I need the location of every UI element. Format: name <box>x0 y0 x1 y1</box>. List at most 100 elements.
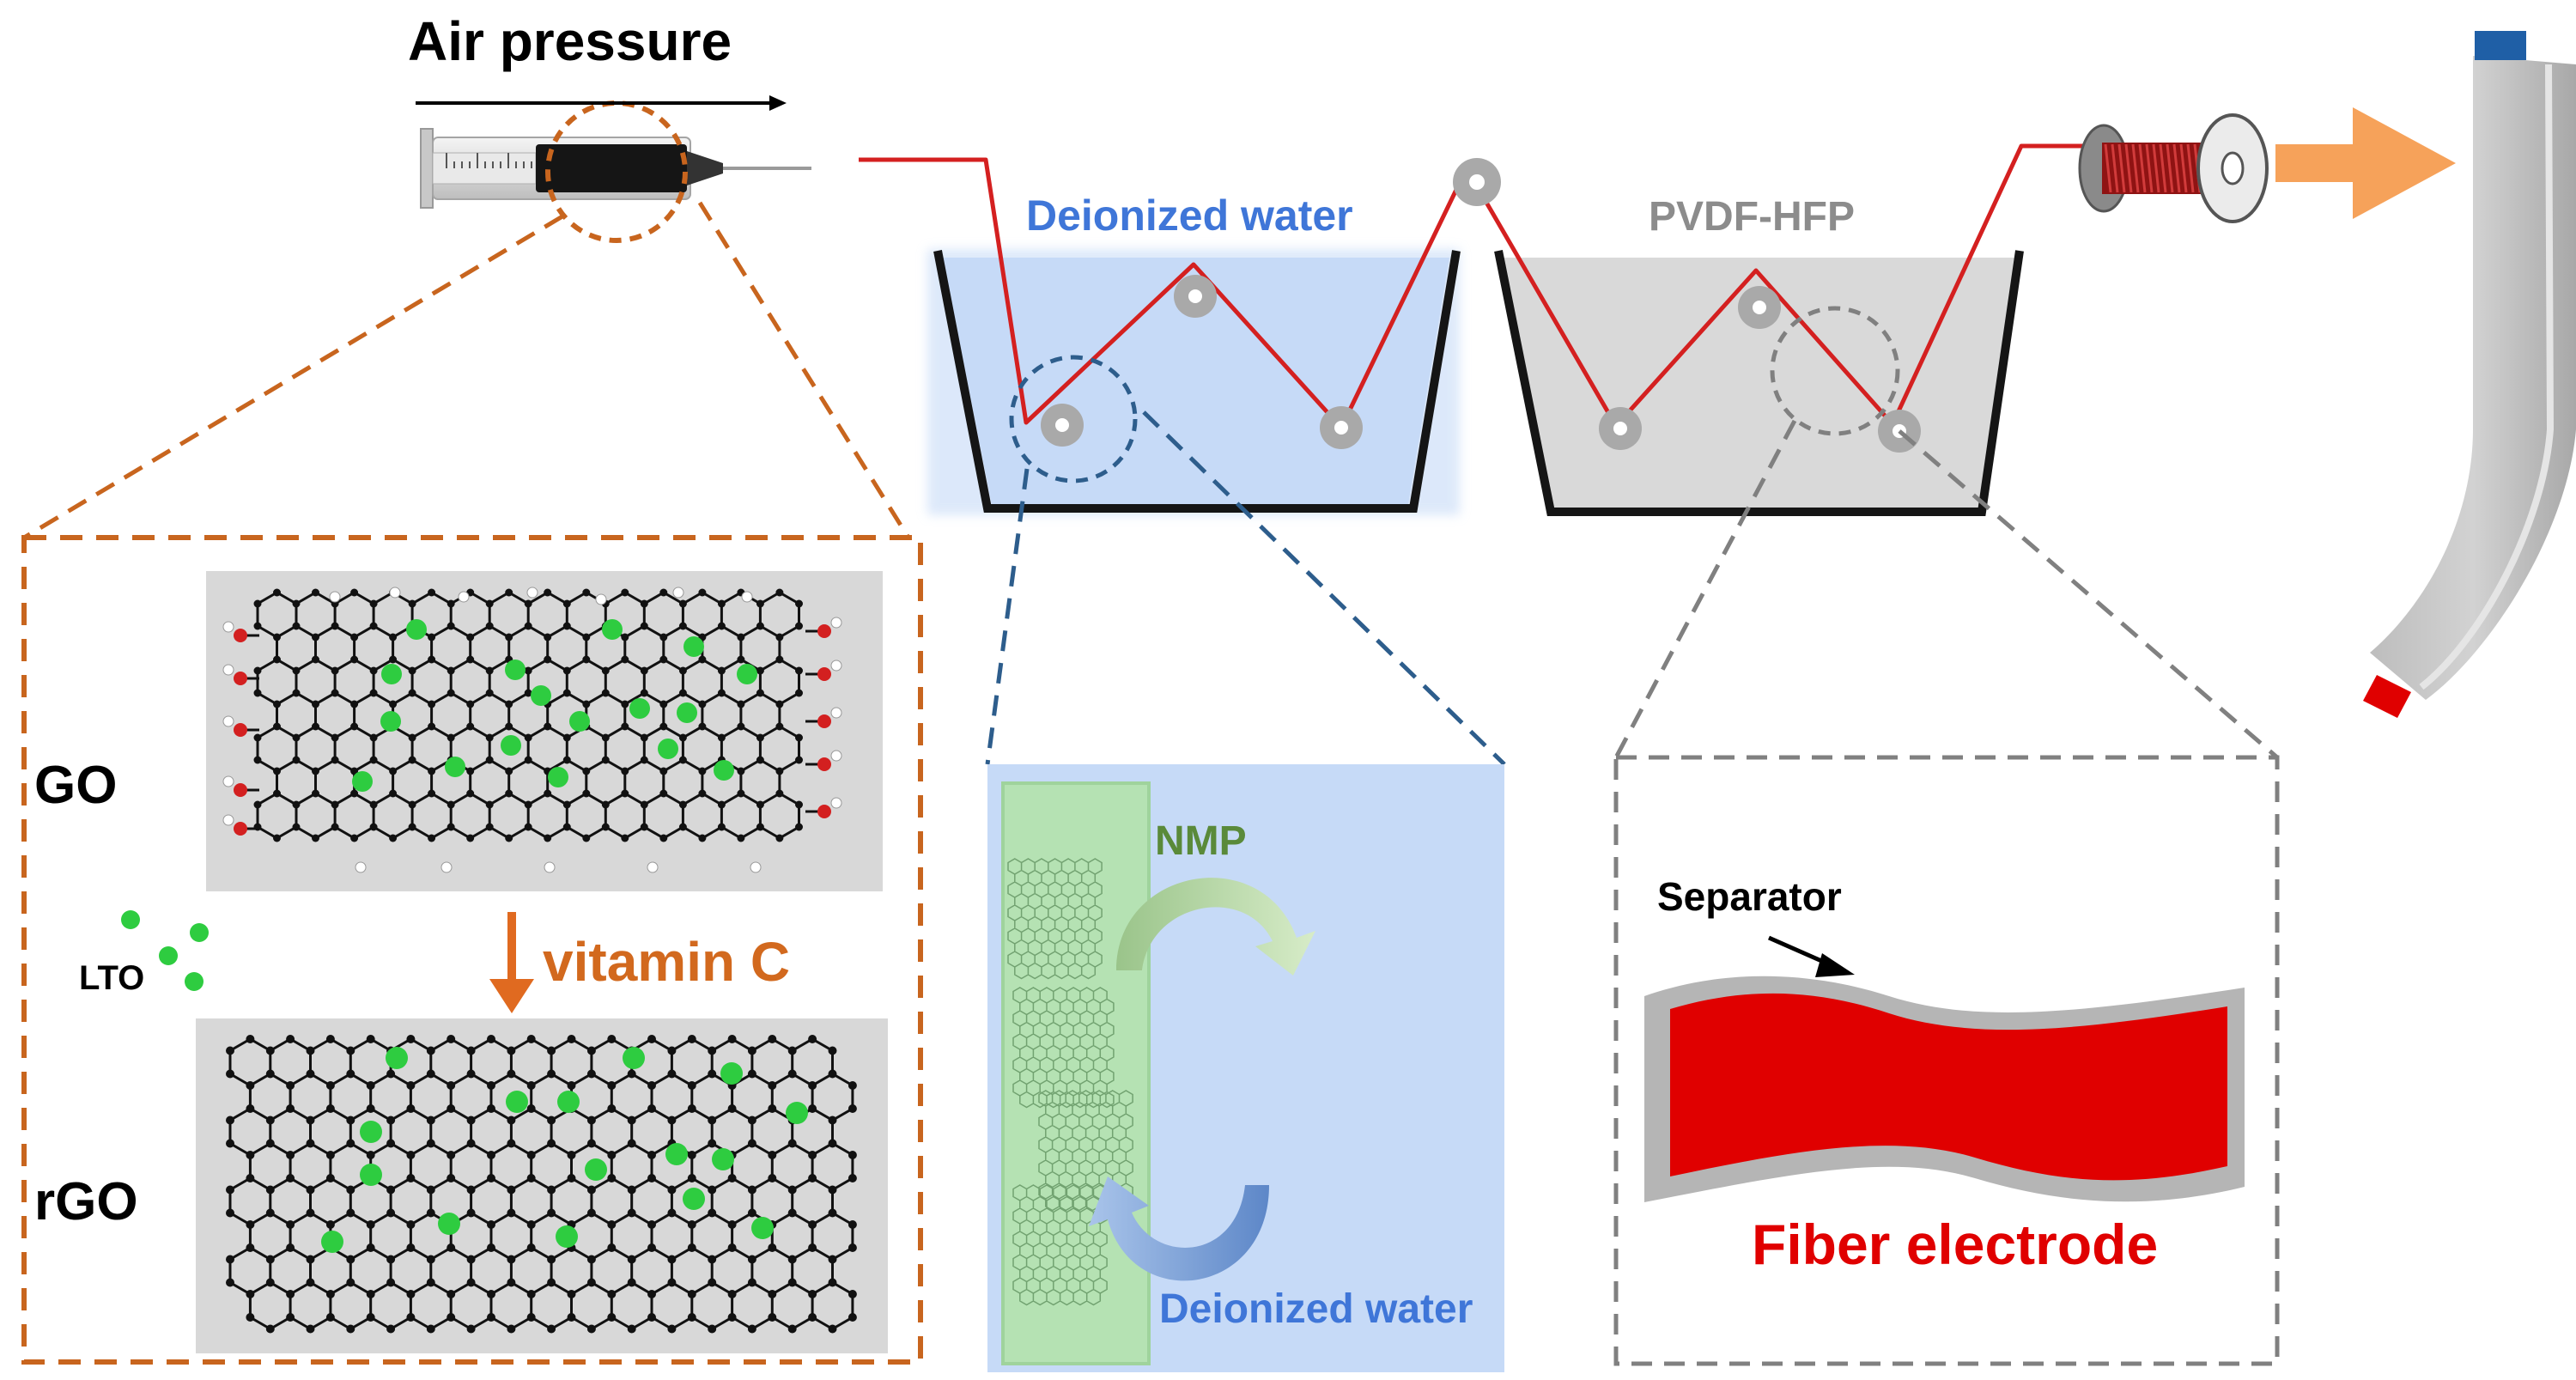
lattice-atom <box>487 1174 495 1182</box>
lattice-atom <box>808 1104 817 1113</box>
lattice-atom <box>698 655 707 664</box>
lattice-atom <box>428 767 436 775</box>
lattice-atom <box>386 1208 396 1218</box>
orange-zoom-line-right <box>697 201 911 539</box>
lattice-atom <box>708 1208 717 1218</box>
orange-zoom-line-left <box>22 214 564 540</box>
lattice-atom <box>717 800 726 809</box>
lto-particle <box>381 664 402 684</box>
lattice-atom <box>586 1278 596 1287</box>
lattice-atom <box>487 1104 495 1113</box>
lattice-atom <box>768 1081 777 1090</box>
lattice-atom <box>737 722 745 731</box>
lattice-atom <box>265 1185 275 1195</box>
lattice-atom <box>524 733 532 742</box>
lattice-atom <box>737 633 745 641</box>
lattice-atom <box>627 1069 636 1079</box>
lattice-atom <box>562 733 571 742</box>
lattice-atom <box>526 1313 536 1322</box>
lattice-atom <box>286 1290 295 1298</box>
lattice-atom <box>567 1313 576 1322</box>
lattice-atom <box>273 834 281 842</box>
lattice-atom <box>273 588 281 597</box>
lattice-atom <box>727 1313 737 1322</box>
lto-particle <box>677 702 697 723</box>
lattice-atom <box>389 655 398 664</box>
lattice-atom <box>717 733 726 742</box>
oxygen-atom <box>234 629 247 642</box>
lattice-atom <box>647 1220 656 1229</box>
lattice-atom <box>226 1185 234 1195</box>
lattice-atom <box>505 722 513 731</box>
lattice-atom <box>698 722 707 731</box>
lattice-atom <box>507 1208 516 1218</box>
blue-zoom-line-left <box>985 468 1030 765</box>
lattice-atom <box>828 1208 837 1218</box>
lattice-atom <box>406 1081 416 1090</box>
lattice-atom <box>787 1208 797 1218</box>
lattice-atom <box>607 1243 617 1252</box>
lattice-atom <box>828 1324 837 1334</box>
lattice-atom <box>708 1139 717 1148</box>
lattice-atom <box>756 622 764 630</box>
lto-particle <box>321 1231 343 1253</box>
lto-particle <box>683 636 704 657</box>
lto-particle <box>121 910 140 929</box>
lattice-atom <box>787 1046 797 1055</box>
hydrogen-atom <box>222 664 234 676</box>
lattice-atom <box>466 655 475 664</box>
lattice-atom <box>389 834 398 842</box>
rgo-label: rGO <box>34 1172 138 1231</box>
lattice-atom <box>808 1313 817 1322</box>
lattice-atom <box>408 689 416 697</box>
lattice-atom <box>507 1046 516 1055</box>
lattice-atom <box>621 700 629 708</box>
separator-arrowhead <box>1815 953 1855 977</box>
spool-winding-stripe <box>2166 143 2174 193</box>
lattice-atom <box>775 700 784 708</box>
lattice-atom <box>524 689 532 697</box>
lattice-atom <box>562 599 571 608</box>
lattice-atom <box>586 1046 596 1055</box>
lattice-atom <box>607 1081 617 1090</box>
lattice-atom <box>795 733 803 742</box>
lattice-atom <box>507 1324 516 1334</box>
lattice-atom <box>487 1081 495 1090</box>
lattice-atom <box>408 756 416 764</box>
lattice-atom <box>426 1116 435 1125</box>
lattice-atom <box>747 1069 756 1079</box>
lattice-atom <box>487 1035 495 1043</box>
lattice-atom <box>292 823 301 831</box>
lattice-atom <box>747 1324 756 1334</box>
lattice-atom <box>547 1046 556 1055</box>
lattice-atom <box>848 1313 857 1322</box>
lto-particle <box>190 923 209 942</box>
lattice-atom <box>787 1069 797 1079</box>
lto-particle <box>548 767 568 787</box>
lattice-atom <box>647 1290 656 1298</box>
lattice-atom <box>366 1104 375 1113</box>
lattice-atom <box>265 1139 275 1148</box>
lattice-atom <box>346 1139 355 1148</box>
lattice-atom <box>447 1290 456 1298</box>
lattice-atom <box>428 588 436 597</box>
lattice-atom <box>466 633 475 641</box>
water-bath-label: Deionized water <box>1026 191 1353 240</box>
syringe-scale-marks <box>446 153 532 168</box>
go-lattice <box>222 587 842 873</box>
lattice-atom <box>621 722 629 731</box>
lattice-atom <box>747 1139 756 1148</box>
lattice-atom <box>386 1255 396 1264</box>
lattice-atom <box>607 1104 617 1113</box>
lattice-atom <box>485 599 494 608</box>
lattice-atom <box>828 1139 837 1148</box>
lattice-atom <box>737 834 745 842</box>
lattice-atom <box>627 1278 636 1287</box>
lattice-atom <box>586 1139 596 1148</box>
lattice-atom <box>687 1313 696 1322</box>
syringe-tip <box>687 151 723 185</box>
lattice-atom <box>562 666 571 675</box>
water-zoom-circle <box>1009 355 1138 483</box>
lattice-atom <box>350 722 359 731</box>
lattice-atom <box>601 689 610 697</box>
